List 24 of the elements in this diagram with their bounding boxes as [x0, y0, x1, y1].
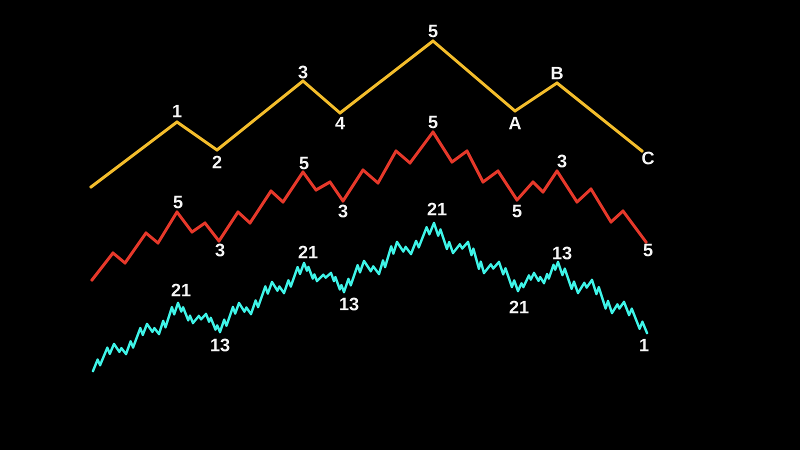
wave-label: 21	[172, 284, 191, 296]
wave-label: 13	[553, 246, 572, 260]
wave-label: 21	[510, 300, 529, 314]
wave-label: 21	[428, 202, 447, 216]
wave-label: 5	[428, 24, 438, 38]
wave-label: C	[642, 152, 654, 164]
wave-label: 3	[298, 66, 308, 78]
wave-label: 13	[340, 298, 358, 310]
wave-label: 5	[644, 244, 653, 256]
wave-label: 5	[428, 116, 438, 128]
wave-label: 1	[640, 338, 649, 352]
wave-label: 5	[512, 204, 522, 218]
wave-label: A	[508, 116, 522, 130]
wave-label: 3	[215, 244, 224, 256]
wave-label: 13	[211, 338, 230, 352]
wave-label: B	[552, 66, 563, 80]
wave-label: 1	[173, 104, 182, 118]
wave-label: 2	[212, 156, 222, 168]
wave-label: 3	[338, 204, 348, 218]
wave-label: 5	[300, 156, 308, 170]
wave-label: 21	[298, 246, 318, 258]
wave-label: 4	[335, 116, 345, 130]
wave-label: 5	[174, 196, 182, 208]
wave-label: 3	[557, 154, 566, 168]
